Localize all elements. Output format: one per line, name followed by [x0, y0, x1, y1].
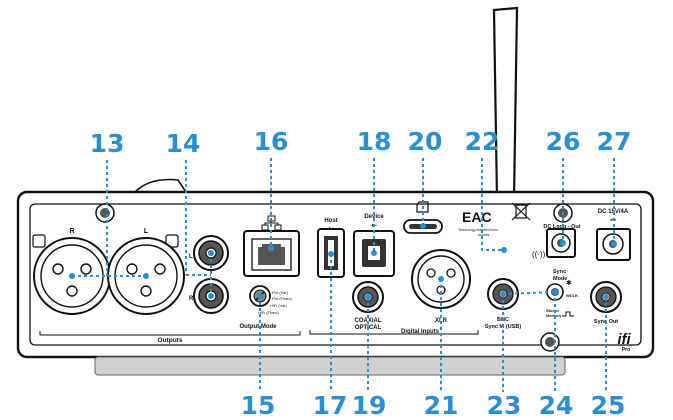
stored-memory-label-2: Memory	[546, 313, 562, 318]
output-mode-label: Output Mode	[240, 324, 278, 330]
xlr-l-label: L	[144, 228, 149, 235]
compliance-text: Technology licensed from	[458, 228, 498, 232]
bluetooth-icon: ✱	[566, 279, 572, 287]
stored-memory-label: Stored	[546, 308, 559, 313]
callout-17: 17	[313, 391, 348, 420]
rca-l-label: L	[189, 254, 193, 260]
callout-21: 21	[424, 391, 459, 420]
wireless-icon: ((·))	[532, 250, 546, 259]
eac-mark: EAC	[462, 209, 492, 225]
sync-mode-label: Sync	[553, 269, 566, 275]
usb-device-label: Device	[364, 214, 384, 220]
callout-16: 16	[254, 127, 289, 156]
weee-bin-icon	[511, 202, 531, 221]
top-knob-bump	[134, 178, 187, 193]
usb-host-icon: ⭠	[328, 225, 334, 232]
brand-logo: ifi	[617, 331, 631, 348]
callout-13: 13	[90, 129, 125, 158]
mode-option-2: Pro (Fixed)	[272, 296, 292, 301]
screw-right-bottom	[540, 332, 560, 352]
mode-option-3: HiFi (Var)	[270, 303, 287, 308]
brand-sub: Pro	[622, 347, 630, 353]
outputs-bracket	[39, 331, 301, 336]
callout-20: 20	[408, 127, 443, 156]
rear-panel-inner	[29, 203, 642, 346]
callout-19: 19	[352, 391, 387, 420]
square-wave-icon	[562, 311, 574, 317]
rca-r-label: R	[189, 296, 194, 302]
callout-27: 27	[597, 127, 632, 156]
xlr-r-label: R	[69, 228, 74, 235]
callout-24: 24	[539, 391, 574, 420]
callout-22: 22	[465, 127, 500, 156]
device-foot	[94, 356, 566, 376]
callout-18: 18	[357, 127, 392, 156]
callout-23: 23	[487, 391, 522, 420]
screw-left	[95, 203, 115, 223]
sync-mode-label-2: Mode	[553, 276, 567, 282]
digital-inputs-bracket	[309, 330, 479, 335]
mode-option-4: HiFi (Fixed)	[258, 310, 279, 315]
callout-15: 15	[241, 391, 276, 420]
callout-14: 14	[166, 129, 201, 158]
wclk-label: WCLK	[566, 293, 578, 298]
digital-inputs-label: Digital Inputs	[401, 329, 440, 335]
outputs-label: Outputs	[158, 337, 183, 344]
usb-host-label: Host	[324, 218, 337, 224]
callout-25: 25	[591, 391, 626, 420]
mode-option-1: Pro (Var)	[272, 290, 289, 295]
callout-26: 26	[546, 127, 581, 156]
compliance-text-2: Access	[478, 233, 490, 237]
